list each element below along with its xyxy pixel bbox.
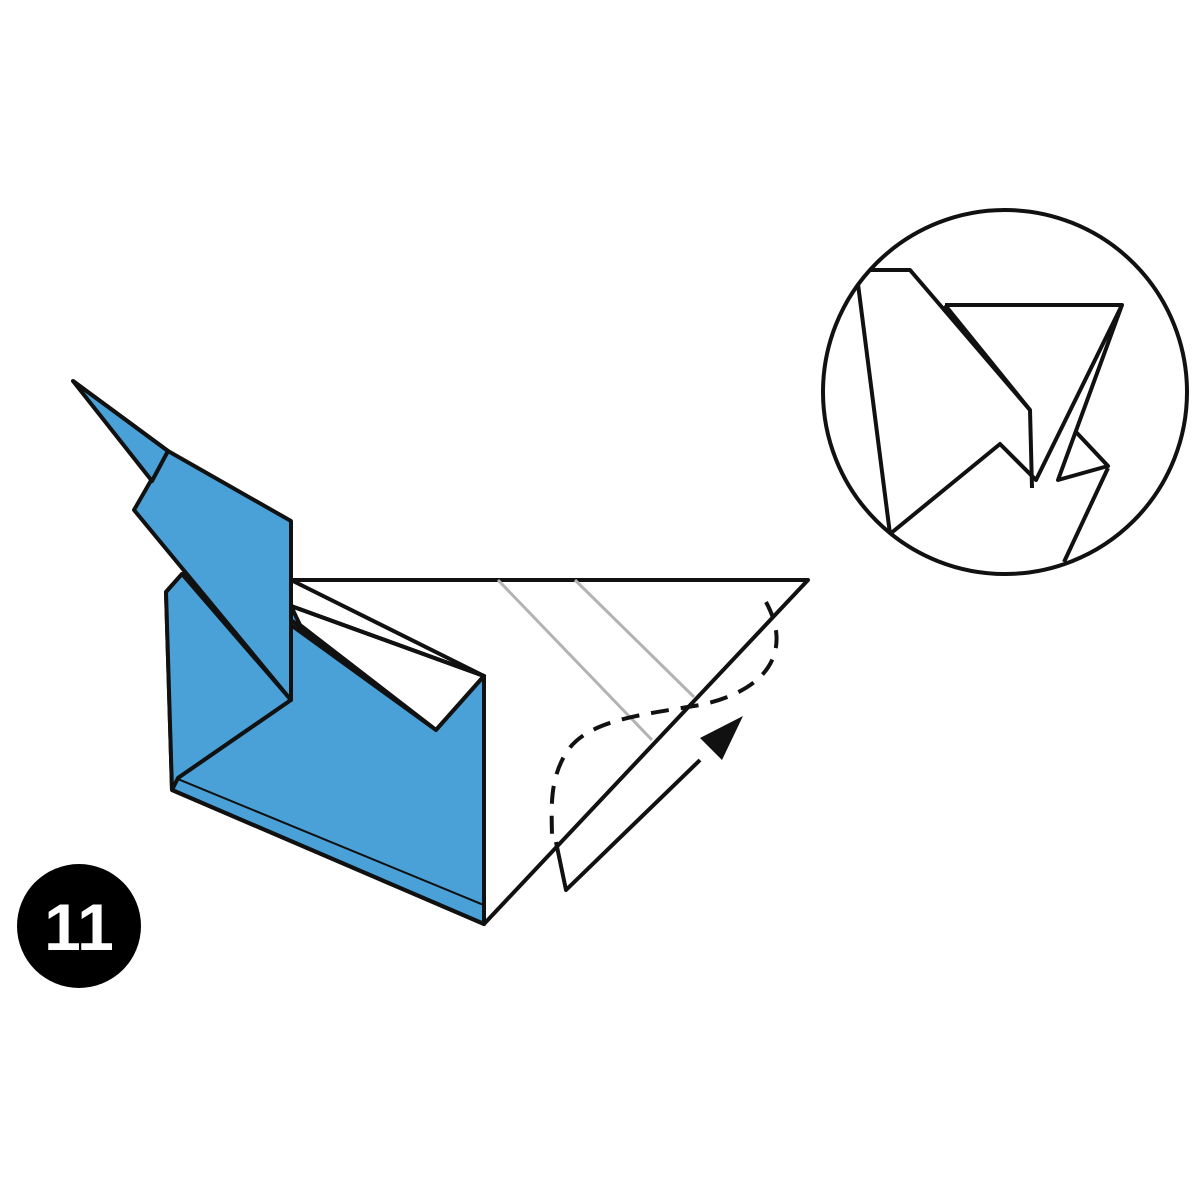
blue-lower-wedge (178, 625, 484, 904)
reference-crease-1 (496, 578, 654, 742)
step-badge: 11 (17, 864, 141, 988)
step-badge-circle (17, 864, 141, 988)
body-inner-edge (176, 698, 293, 780)
detail-tail (1062, 467, 1110, 563)
blue-beak (71, 379, 170, 483)
zoom-circle (821, 208, 1189, 576)
reference-crease-2 (573, 578, 696, 699)
arrow-icon (700, 716, 743, 760)
step-number-label: 11 (44, 890, 114, 964)
detail-right-tip (1056, 304, 1124, 482)
detail-inner-line (943, 303, 1032, 412)
body-outline (171, 676, 486, 926)
detail-left-line (856, 283, 892, 535)
beak-top-edge (71, 379, 170, 453)
detail-triangle (888, 303, 1124, 536)
flap-fold-target (554, 758, 702, 892)
detail-top-flap (870, 268, 1034, 489)
inner-wedge-edge (289, 604, 486, 732)
main-model (71, 379, 810, 926)
